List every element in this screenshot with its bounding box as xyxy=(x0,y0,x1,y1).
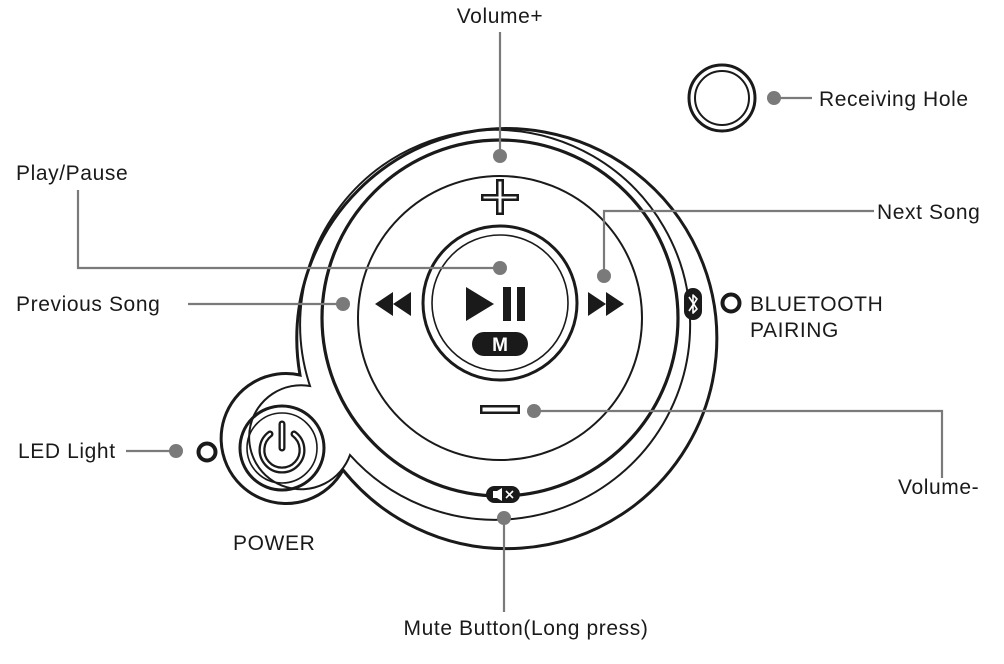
body-outer-outline xyxy=(219,127,719,551)
plus-icon[interactable] xyxy=(481,179,519,215)
receiving-hole xyxy=(687,63,757,133)
power-button-inner xyxy=(246,412,318,484)
leader-next-song xyxy=(602,209,874,276)
bluetooth-icon[interactable] xyxy=(684,288,702,320)
label-play-pause: Play/Pause xyxy=(16,162,128,185)
leader-lines xyxy=(76,32,944,612)
mode-button-letter: M xyxy=(492,335,508,356)
leader-dot-volume-down xyxy=(527,404,541,418)
leader-dot-receiving-hole xyxy=(767,91,781,105)
previous-track-icon[interactable] xyxy=(375,292,411,316)
body-inner-outline xyxy=(248,128,692,521)
label-previous-song: Previous Song xyxy=(16,293,160,316)
next-track-icon[interactable] xyxy=(588,292,624,316)
leader-dot-mute-button xyxy=(497,511,511,525)
mute-icon[interactable] xyxy=(486,486,520,503)
play-pause-icon[interactable] xyxy=(466,287,525,321)
label-next-song: Next Song xyxy=(877,201,980,224)
leader-dot-next-song xyxy=(597,269,611,283)
label-power: POWER xyxy=(233,532,315,555)
leader-play-pause xyxy=(76,190,500,270)
callout-labels: Volume+ Receiving Hole Play/Pause Next S… xyxy=(16,5,980,640)
label-bluetooth-pairing-line2: PAIRING xyxy=(750,319,839,342)
leader-dot-led-light xyxy=(169,444,183,458)
leader-volume-down xyxy=(534,409,944,478)
center-button-inner xyxy=(431,234,569,372)
mode-button-pill xyxy=(472,332,528,356)
label-led-light: LED Light xyxy=(18,440,116,463)
label-mute-button: Mute Button(Long press) xyxy=(404,617,649,640)
control-ring-inner xyxy=(357,175,643,461)
mode-button[interactable]: M xyxy=(472,332,528,356)
power-icon[interactable] xyxy=(258,420,306,474)
led-light-indicator xyxy=(196,441,218,463)
label-receiving-hole: Receiving Hole xyxy=(819,88,969,111)
center-button-outer xyxy=(421,224,579,382)
label-bluetooth-pairing-line1: BLUETOOTH xyxy=(750,293,883,316)
minus-icon[interactable] xyxy=(480,405,520,414)
leader-dot-volume-up xyxy=(493,149,507,163)
leader-dot-play-pause xyxy=(493,261,507,275)
leader-dot-previous-song xyxy=(336,297,350,311)
power-button-outer xyxy=(238,404,326,492)
bluetooth-pairing-led xyxy=(720,292,742,314)
device-body xyxy=(219,127,719,551)
label-volume-up: Volume+ xyxy=(457,5,544,28)
label-volume-down: Volume- xyxy=(898,476,979,499)
